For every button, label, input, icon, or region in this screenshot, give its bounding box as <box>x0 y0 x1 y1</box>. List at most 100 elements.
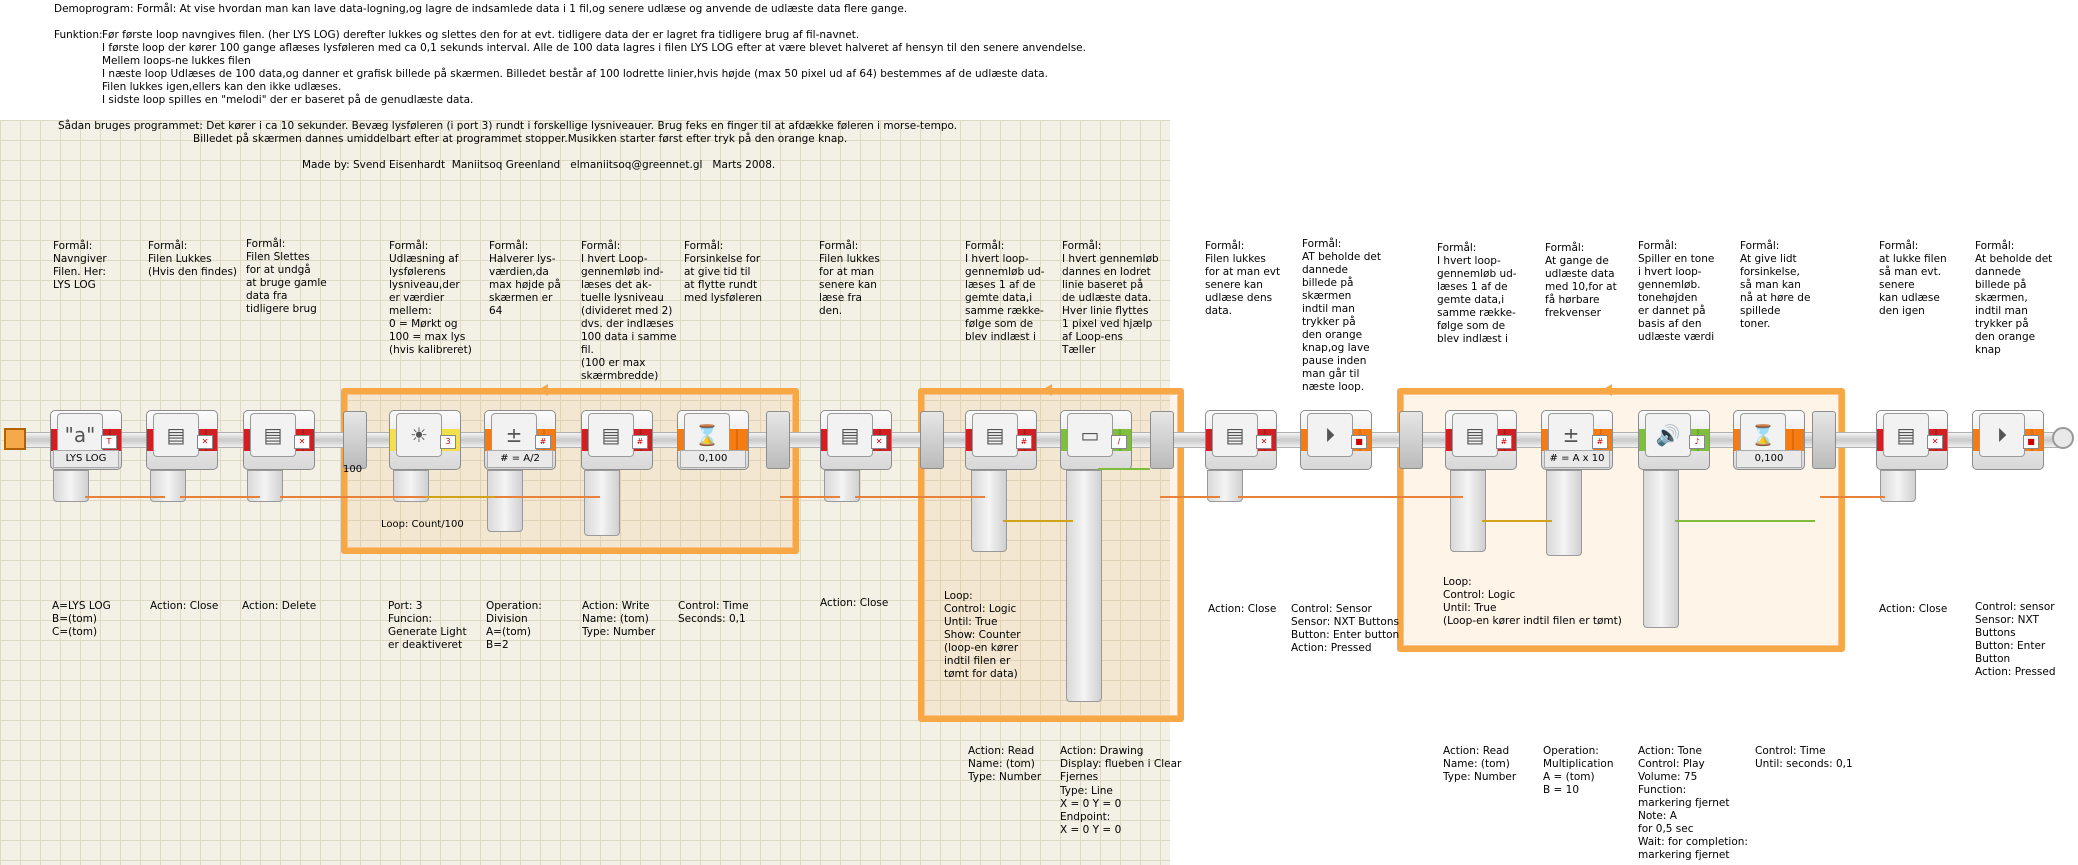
math-multiply-icon: ± <box>1548 413 1594 457</box>
wait-time-block[interactable]: ⌛0,100 <box>677 410 749 470</box>
file-read-block[interactable]: ▤# <box>965 410 1037 470</box>
block-settings: Action: Close <box>820 597 889 609</box>
wait-time-icon: ⌛ <box>1740 413 1786 457</box>
block-settings: Action: Read Name: (tom) Type: Number <box>1443 745 1517 783</box>
purpose-comment: Formål: Filen Lukkes (Hvis den findes) <box>148 240 238 278</box>
block-settings: Control: Time Seconds: 0,1 <box>678 600 749 625</box>
data-hub[interactable] <box>1546 470 1582 556</box>
file-write-icon: ▤ <box>588 413 634 457</box>
function-line-2: I første loop der kører 100 gange aflæse… <box>102 42 1086 54</box>
purpose-comment: Formål: Udlæsning af lysfølerens lysnive… <box>389 240 472 356</box>
loop-start-cap[interactable] <box>1399 411 1423 469</box>
block-mode-icon: ✕ <box>1927 435 1943 449</box>
data-hub[interactable] <box>487 470 523 532</box>
light-sensor-icon: ☀ <box>396 413 442 457</box>
data-hub[interactable] <box>1066 470 1102 702</box>
function-line-6: I sidste loop spilles en "melodi" der er… <box>102 94 474 106</box>
sequence-end-icon[interactable] <box>2052 427 2074 449</box>
block-label: LYS LOG <box>53 450 119 468</box>
data-hub[interactable] <box>1880 470 1916 502</box>
block-mode-icon: # <box>632 435 648 449</box>
wait-button-icon: ⏵ <box>1307 413 1353 457</box>
loop-start-cap[interactable] <box>343 411 367 469</box>
data-wire[interactable] <box>1160 496 1220 498</box>
file-delete-block[interactable]: ▤✕ <box>243 410 315 470</box>
sound-block[interactable]: 🔊♪ <box>1638 410 1710 470</box>
wait-button-icon: ⏵ <box>1979 413 2025 457</box>
block-settings: Action: Close <box>1879 603 1948 615</box>
light-sensor-block[interactable]: ☀3 <box>389 410 461 470</box>
purpose-comment: Formål: I hvert Loop- gennemløb ind- læs… <box>581 240 677 382</box>
file-delete-icon: ▤ <box>250 413 296 457</box>
file-close-icon: ▤ <box>1212 413 1258 457</box>
block-mode-icon: ✕ <box>294 435 310 449</box>
block-settings: Action: Delete <box>242 600 317 612</box>
sound-icon: 🔊 <box>1645 413 1691 457</box>
purpose-comment: Formål: AT beholde det dannede billede p… <box>1302 238 1381 393</box>
data-wire[interactable] <box>85 496 165 498</box>
function-line-3: Mellem loops-ne lukkes filen <box>102 55 251 67</box>
data-wire[interactable] <box>1003 520 1073 522</box>
block-label: 0,100 <box>1736 450 1802 468</box>
file-close-block[interactable]: ▤✕ <box>1876 410 1948 470</box>
block-mode-icon: ✕ <box>1256 435 1272 449</box>
data-wire[interactable] <box>1098 468 1150 470</box>
loop-end-cap[interactable] <box>1812 411 1836 469</box>
block-mode-icon: ✕ <box>871 435 887 449</box>
wait-button-block[interactable]: ⏵■ <box>1972 410 2044 470</box>
block-mode-icon: ✕ <box>197 435 213 449</box>
sequence-beam[interactable] <box>360 432 772 448</box>
purpose-comment: Formål: At give lidt forsinkelse, så man… <box>1740 240 1811 330</box>
file-close-block[interactable]: ▤✕ <box>820 410 892 470</box>
file-read-icon: ▤ <box>1452 413 1498 457</box>
wait-time-block[interactable]: ⌛0,100 <box>1733 410 1805 470</box>
block-settings: Port: 3 Funcion: Generate Light er deakt… <box>388 600 467 651</box>
loop-end-cap[interactable] <box>1150 411 1174 469</box>
purpose-comment: Formål: Filen lukkes for at man senere k… <box>819 240 880 317</box>
data-wire[interactable] <box>1675 520 1815 522</box>
header-line: Demoprogram: Formål: At vise hvordan man… <box>54 3 908 15</box>
data-hub[interactable] <box>1450 470 1486 552</box>
block-settings: Operation: Multiplication A = (tom) B = … <box>1543 745 1614 796</box>
data-hub[interactable] <box>53 470 89 502</box>
data-hub[interactable] <box>1643 470 1679 628</box>
loop-caption: Loop: Count/100 <box>381 519 464 530</box>
data-wire[interactable] <box>1238 496 1463 498</box>
purpose-comment: Formål: I hvert loop- gennemløb ud- læse… <box>1437 242 1517 345</box>
block-mode-icon: T <box>101 435 117 449</box>
loop-direction-arrow-icon <box>1602 384 1612 396</box>
program-start-icon[interactable] <box>4 428 26 450</box>
loop-start-cap[interactable] <box>920 411 944 469</box>
loop-end-cap[interactable] <box>766 411 790 469</box>
data-wire[interactable] <box>180 496 260 498</box>
data-wire[interactable] <box>780 496 840 498</box>
display-block[interactable]: ▭/ <box>1060 410 1132 470</box>
math-divide-icon: ± <box>491 413 537 457</box>
made-by: Made by: Svend Eisenhardt Maniitsoq Gree… <box>302 159 776 171</box>
block-settings: Type: Line X = 0 Y = 0 Endpoint: X = 0 Y… <box>1060 785 1122 836</box>
math-multiply-block[interactable]: ±## = A x 10 <box>1541 410 1613 470</box>
block-mode-icon: # <box>1496 435 1512 449</box>
block-settings: Action: Write Name: (tom) Type: Number <box>582 600 656 638</box>
file-write-block[interactable]: ▤# <box>581 410 653 470</box>
block-label: # = A/2 <box>487 450 553 468</box>
data-wire[interactable] <box>1820 496 1885 498</box>
purpose-comment: Formål: I hvert loop- gennemløb ud- læse… <box>965 240 1045 343</box>
block-mode-icon: 3 <box>440 435 456 449</box>
block-label: 0,100 <box>680 450 746 468</box>
math-divide-block[interactable]: ±## = A/2 <box>484 410 556 470</box>
data-hub[interactable] <box>971 470 1007 552</box>
data-wire[interactable] <box>855 496 985 498</box>
usage-line-2: Billedet på skærmen dannes umiddelbart e… <box>193 133 848 145</box>
file-close-block[interactable]: ▤✕ <box>1205 410 1277 470</box>
data-hub[interactable] <box>584 470 620 536</box>
wait-button-block[interactable]: ⏵■ <box>1300 410 1372 470</box>
file-close-icon: ▤ <box>827 413 873 457</box>
data-wire[interactable] <box>1482 520 1552 522</box>
data-wire[interactable] <box>425 496 495 498</box>
file-read-block[interactable]: ▤# <box>1445 410 1517 470</box>
block-settings: Action: Drawing Display: flueben i Clear… <box>1060 745 1182 783</box>
file-close-block[interactable]: ▤✕ <box>146 410 218 470</box>
